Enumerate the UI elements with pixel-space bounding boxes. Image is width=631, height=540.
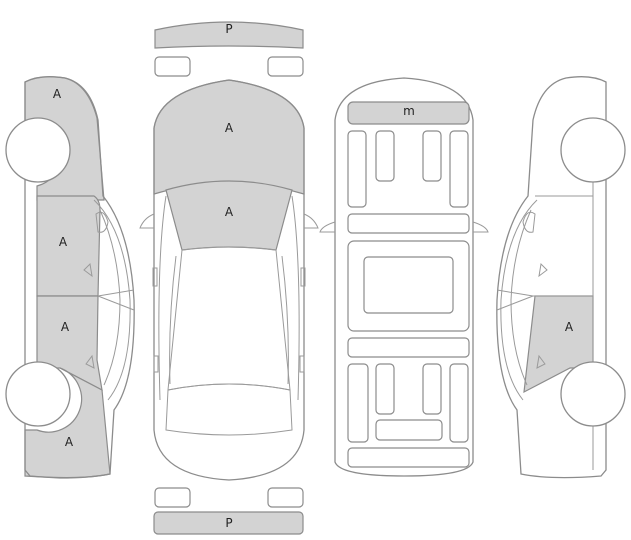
left-front-fender-label: A [53,87,62,101]
left-side-view: A A A A [5,76,135,479]
left-front-door-label: A [59,235,68,249]
right-side-view: A [496,76,626,479]
front-bumper-label: P [225,22,232,36]
rear-bumper-label: P [225,516,232,530]
right-rear-door-label: A [565,320,574,334]
top-view: P A A P [139,21,319,535]
right-front-wheel [560,117,626,183]
left-rear-wheel [5,361,71,427]
windshield-label: A [225,205,234,219]
rear-bumper-panel[interactable] [153,511,304,535]
front-bumper-panel[interactable] [154,21,304,49]
front-member-label: m [403,104,415,118]
front-member-panel[interactable] [347,101,470,125]
right-rear-wheel [560,361,626,427]
left-front-door-panel[interactable] [36,195,101,297]
underside-view: m [319,77,489,477]
left-rear-door-label: A [61,320,70,334]
left-front-wheel [5,117,71,183]
hood-label: A [225,121,234,135]
left-rear-quarter-label: A [65,435,74,449]
